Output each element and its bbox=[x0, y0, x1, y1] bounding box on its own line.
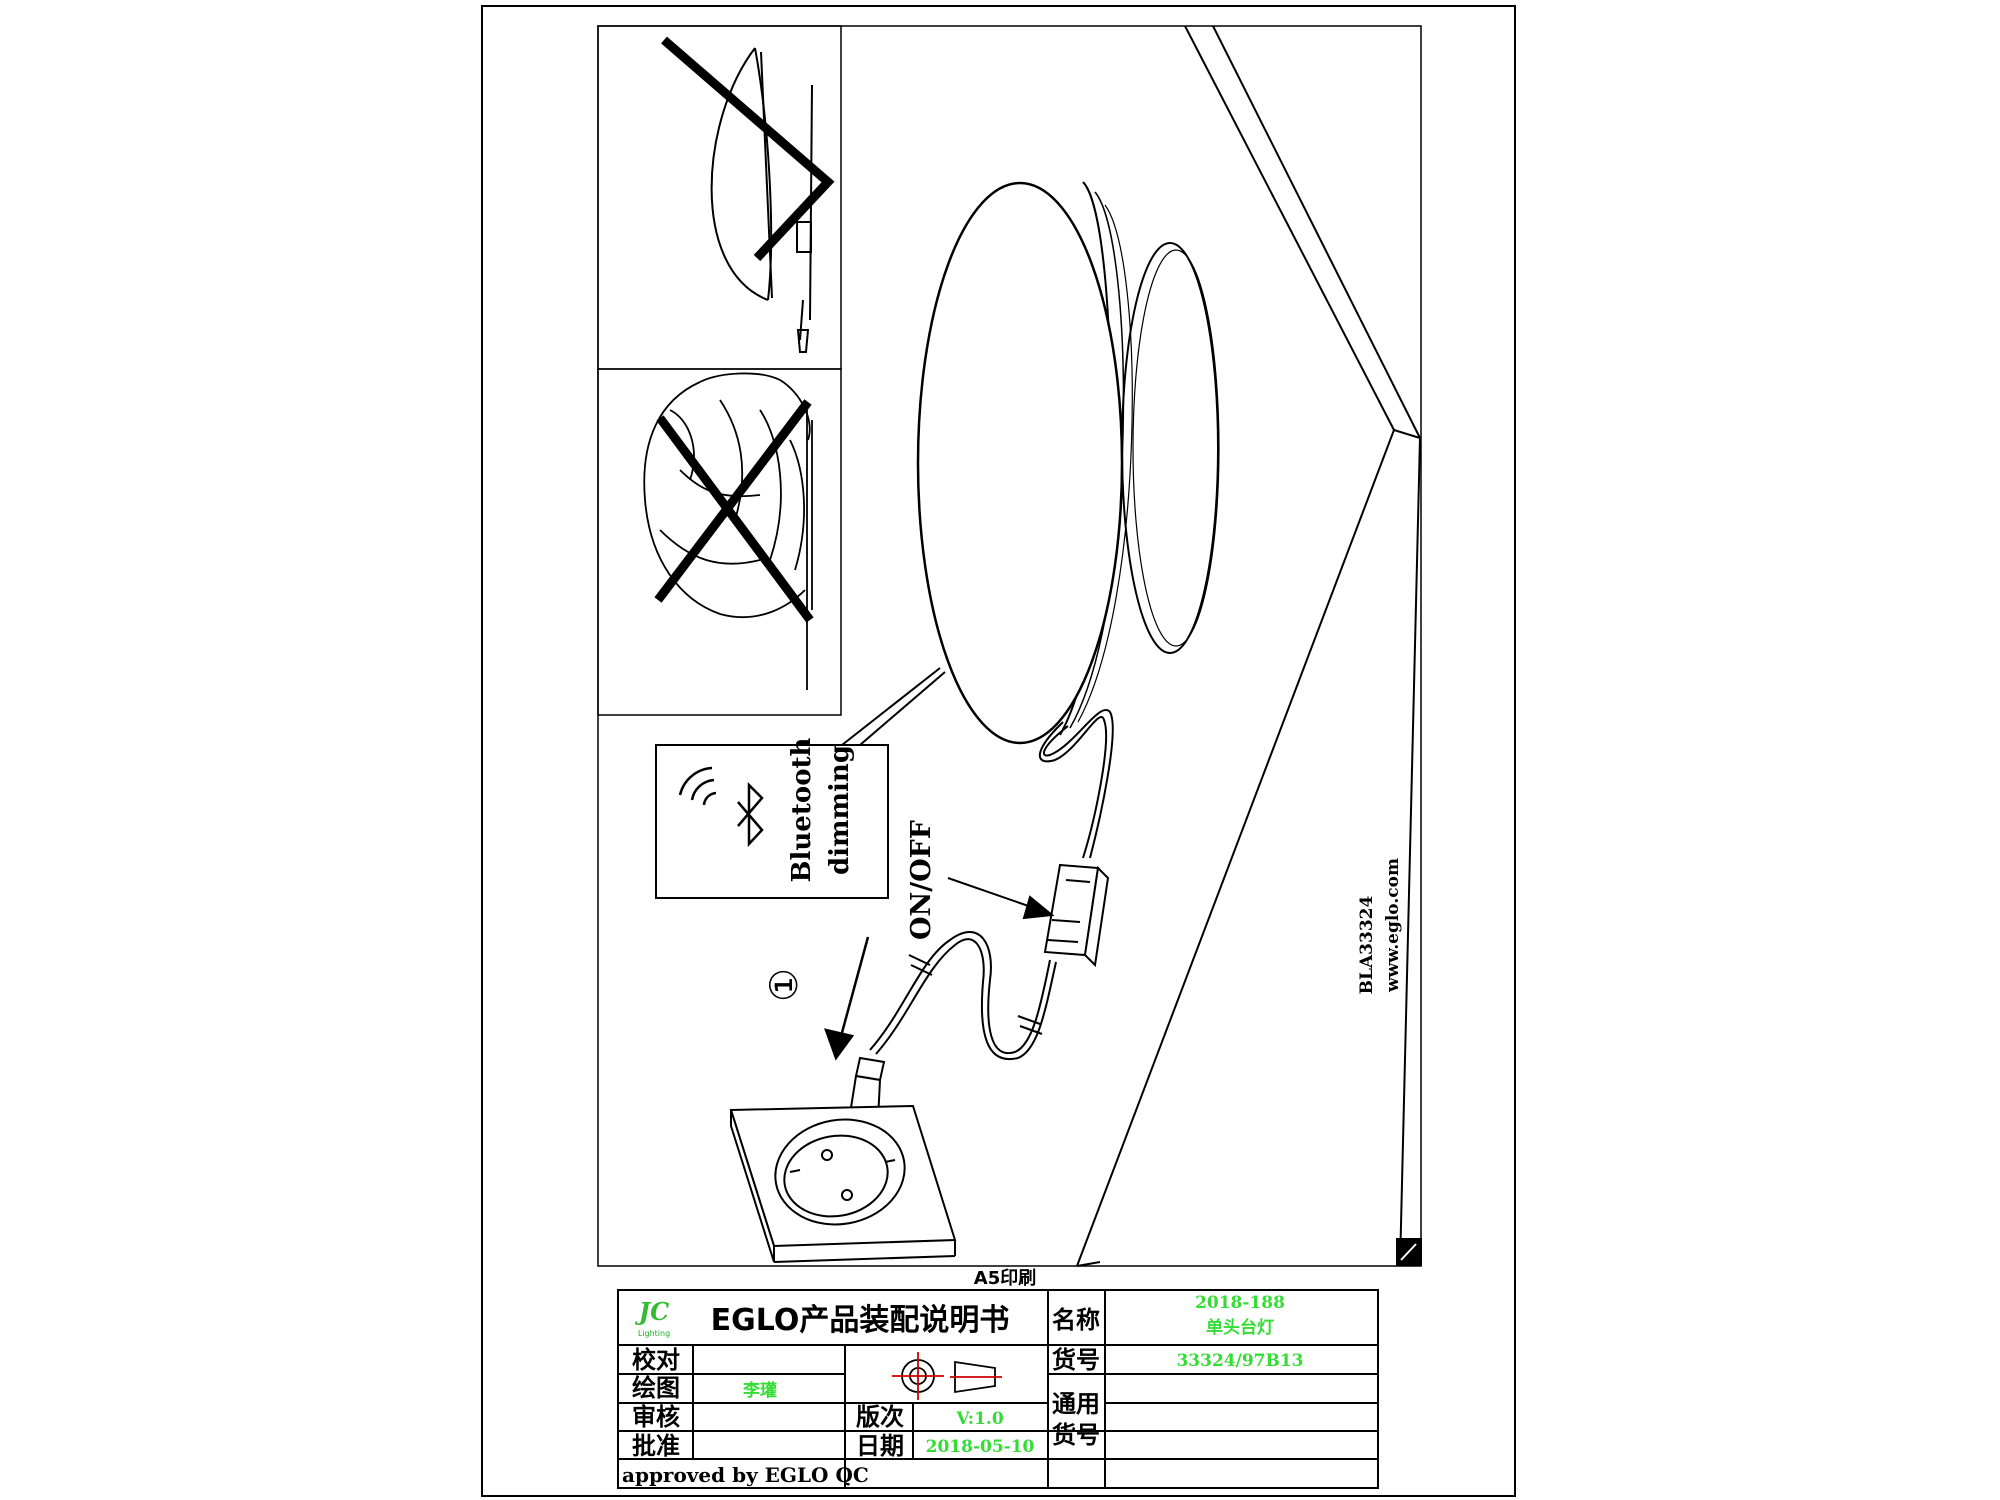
approved-by: approved by EGLO QC bbox=[622, 1463, 869, 1487]
lamp-base bbox=[1121, 242, 1219, 654]
review-label: 审核 bbox=[632, 1402, 680, 1431]
table-lamp bbox=[916, 181, 1220, 745]
document-title: EGLO产品装配说明书 bbox=[711, 1303, 1010, 1338]
wall-socket bbox=[729, 1104, 957, 1263]
title-block bbox=[617, 1289, 1379, 1489]
name-label: 名称 bbox=[1052, 1305, 1100, 1334]
article-code: BLA33324 bbox=[1357, 896, 1377, 995]
on-off-switch bbox=[1043, 863, 1110, 968]
version-label: 版次 bbox=[856, 1402, 904, 1431]
bluetooth-label-line2: dimming bbox=[825, 745, 855, 875]
warning-panel-top bbox=[597, 25, 842, 370]
wrong-cross-mark bbox=[654, 399, 814, 623]
general-item-label-2: 货号 bbox=[1052, 1420, 1100, 1449]
drawing-value: 李瓘 bbox=[743, 1380, 777, 1401]
step-number: ① bbox=[762, 968, 806, 1002]
wrong-check-mark bbox=[661, 36, 835, 262]
print-size-label: A5印刷 bbox=[974, 1268, 1036, 1289]
bluetooth-callout bbox=[655, 667, 946, 899]
proofread-label: 校对 bbox=[632, 1345, 680, 1374]
projection-symbol bbox=[892, 1352, 1002, 1400]
general-item-label-1: 通用 bbox=[1052, 1389, 1100, 1418]
name-code: 2018-188 bbox=[1195, 1293, 1285, 1313]
table-surface bbox=[1076, 25, 1422, 1267]
item-no-label: 货号 bbox=[1052, 1345, 1100, 1374]
version-value: V:1.0 bbox=[955, 1409, 1004, 1429]
drawing-label: 绘图 bbox=[632, 1373, 680, 1402]
bluetooth-label-line1: Bluetooth bbox=[787, 737, 817, 882]
approve-label: 批准 bbox=[632, 1431, 680, 1460]
website-url: www.eglo.com bbox=[1383, 858, 1403, 993]
date-value: 2018-05-10 bbox=[926, 1437, 1035, 1457]
on-off-label: ON/OFF bbox=[906, 820, 937, 940]
warning-panel-middle bbox=[597, 368, 842, 716]
lamp-shade bbox=[916, 181, 1124, 745]
name-value: 单头台灯 bbox=[1206, 1317, 1274, 1338]
svg-text:Lighting: Lighting bbox=[638, 1329, 670, 1338]
item-no-value: 33324/97B13 bbox=[1176, 1351, 1303, 1371]
company-logo: JC Lighting bbox=[635, 1297, 670, 1338]
svg-text:JC: JC bbox=[635, 1297, 669, 1326]
corner-marker bbox=[1396, 1238, 1422, 1266]
power-cable bbox=[869, 709, 1114, 1061]
bluetooth-icon bbox=[678, 766, 764, 848]
date-label: 日期 bbox=[856, 1431, 904, 1460]
outer-border bbox=[481, 5, 1516, 1497]
switch-pointer-arrow bbox=[947, 877, 1055, 920]
step-arrow bbox=[824, 936, 870, 1061]
